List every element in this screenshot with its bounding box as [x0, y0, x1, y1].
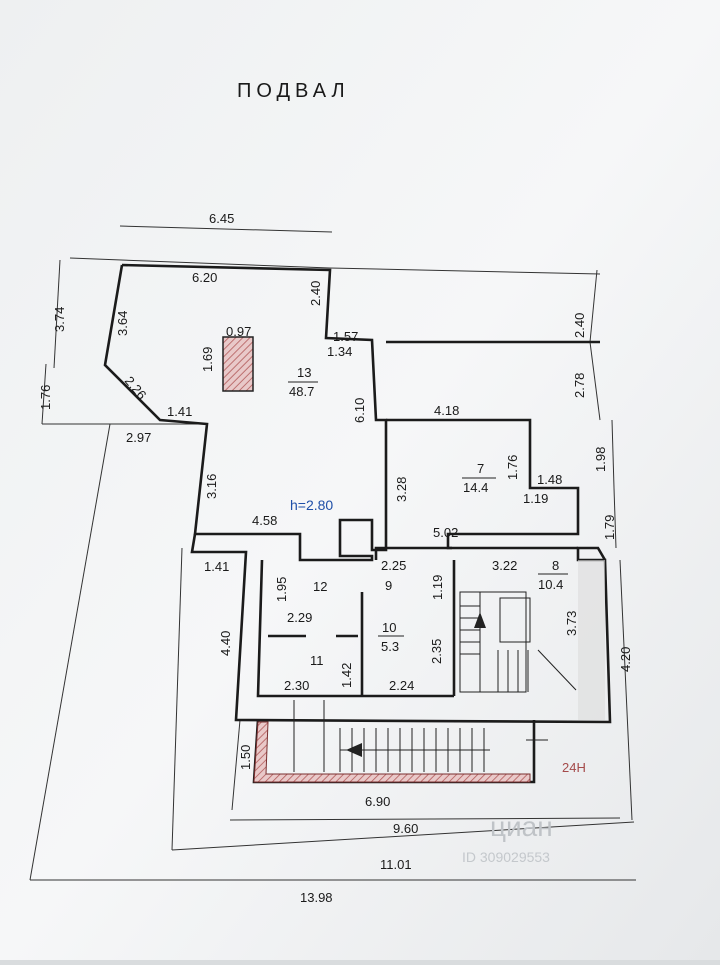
dimension-labels: 6.45 6.20 2.40 1.57 1.34 3.74 3.64 2.26 …	[38, 211, 633, 905]
dim-label: 1.42	[339, 663, 354, 688]
dim-label: 2.25	[381, 558, 406, 573]
dim-label: 2.29	[287, 610, 312, 625]
ceiling-height-note: h=2.80	[290, 497, 333, 513]
room-13-number: 13	[297, 365, 311, 380]
dim-label: 4.40	[218, 631, 233, 656]
dim-label: 2.97	[126, 430, 151, 445]
dim-label: 6.90	[365, 794, 390, 809]
room-12-number: 12	[313, 579, 327, 594]
dim-label: 3.73	[564, 611, 579, 636]
room-9-number: 9	[385, 578, 392, 593]
dim-label: 1.98	[593, 447, 608, 472]
dim-label: 2.40	[572, 313, 587, 338]
dim-label: 1.76	[505, 455, 520, 480]
dim-label: 5.02	[433, 525, 458, 540]
dim-label: 2.24	[389, 678, 414, 693]
dim-label: 0.97	[226, 324, 251, 339]
walls	[103, 263, 612, 784]
dim-label: 9.60	[393, 821, 418, 836]
floor-title: ПОДВАЛ	[237, 80, 350, 102]
room-7-number: 7	[477, 461, 484, 476]
dim-label: 13.98	[300, 890, 333, 905]
room-8-area: 10.4	[538, 577, 563, 592]
dim-label: 1.79	[602, 515, 617, 540]
dim-label: 3.28	[394, 477, 409, 502]
dim-label: 11.01	[380, 857, 412, 872]
dim-label: 1.41	[167, 404, 192, 419]
dim-label: 1.57	[333, 329, 358, 344]
hatched-column	[222, 336, 254, 392]
dim-label: 1.19	[523, 491, 548, 506]
dim-label: 1.76	[38, 385, 53, 410]
dim-label: 1.41	[204, 559, 229, 574]
dim-label: 1.19	[430, 575, 445, 600]
room-10-area: 5.3	[381, 639, 399, 654]
dim-label: 3.64	[115, 311, 130, 336]
room-labels: 13 48.7 7 14.4 8 10.4 10 5.3 12 9 11	[288, 365, 568, 668]
watermark-brand: циан	[490, 811, 553, 842]
dim-label: 1.48	[537, 472, 562, 487]
dimension-lines	[29, 225, 636, 881]
dim-label: 2.78	[572, 373, 587, 398]
dim-label: 3.22	[492, 558, 517, 573]
wall-fill-right	[578, 560, 605, 720]
dim-label: 1.34	[327, 344, 352, 359]
stairs-upper	[459, 591, 577, 693]
room-7-area: 14.4	[463, 480, 488, 495]
room-11-number: 11	[310, 653, 324, 668]
stair-wall-hatch	[253, 721, 531, 783]
watermark-id: ID 309029553	[462, 849, 550, 865]
dim-label: 1.50	[238, 745, 253, 770]
dim-label: 6.20	[192, 270, 217, 285]
dim-label: 4.18	[434, 403, 459, 418]
room-10-number: 10	[382, 620, 396, 635]
dim-label: 6.45	[209, 211, 234, 226]
dim-label: 2.35	[429, 639, 444, 664]
dim-label: 1.69	[200, 347, 215, 372]
room-13-area: 48.7	[289, 384, 314, 399]
room-8-number: 8	[552, 558, 559, 573]
dim-label: 4.58	[252, 513, 277, 528]
dim-label: 2.30	[284, 678, 309, 693]
stair-arrow-upper	[474, 612, 486, 628]
stair-arrow-lower	[346, 743, 362, 757]
dim-label: 4.20	[618, 647, 633, 672]
code-label: 24H	[562, 760, 586, 775]
dim-label: 3.74	[52, 307, 67, 332]
dim-label: 2.40	[308, 281, 323, 306]
dim-label: 6.10	[352, 398, 367, 423]
dim-label: 3.16	[204, 474, 219, 499]
dim-label: 1.95	[274, 577, 289, 602]
